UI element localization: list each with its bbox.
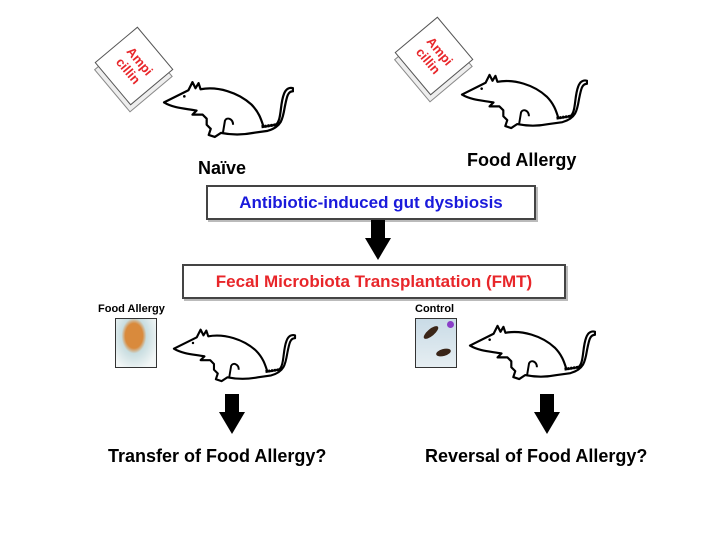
mouse-recipient-control-icon — [468, 318, 596, 382]
fecal-pellet — [421, 324, 441, 341]
mouse-naive-icon — [162, 72, 294, 142]
outcome-transfer: Transfer of Food Allergy? — [108, 446, 327, 466]
food-allergy-microbiota-image — [115, 318, 157, 368]
purple-mark — [447, 321, 454, 328]
label-naive: Naïve — [198, 158, 247, 178]
mouse-food-allergy-icon — [460, 64, 588, 134]
down-arrow-icon — [365, 220, 391, 260]
mouse-recipient-fa-icon — [168, 322, 300, 384]
outcome-reversal: Reversal of Food Allergy? — [425, 446, 648, 466]
down-arrow-icon — [219, 394, 245, 434]
fmt-box: Fecal Microbiota Transplantation (FMT) — [182, 264, 566, 299]
donor-label-food-allergy: Food Allergy — [98, 303, 165, 315]
fecal-pellet — [435, 347, 452, 358]
down-arrow-icon — [534, 394, 560, 434]
dysbiosis-box: Antibiotic-induced gut dysbiosis — [206, 185, 536, 220]
label-food-allergy: Food Allergy — [467, 150, 577, 170]
donor-label-control: Control — [415, 303, 455, 315]
control-microbiota-image — [415, 318, 457, 368]
